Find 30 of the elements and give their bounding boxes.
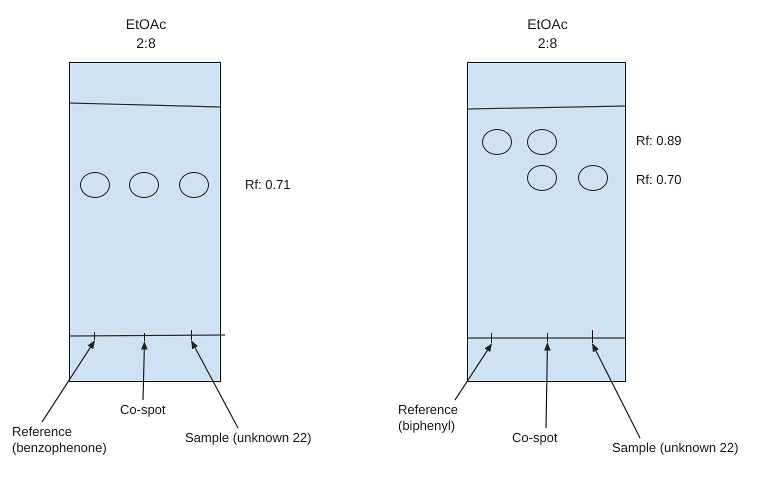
origin-mark bbox=[94, 332, 95, 340]
solvent-label: EtOAc 2:8 bbox=[526, 15, 569, 53]
origin-mark bbox=[144, 333, 145, 341]
sample-label: Reference (biphenyl) bbox=[398, 402, 473, 434]
sample-label: Co-spot bbox=[512, 430, 558, 446]
origin-mark bbox=[547, 333, 548, 342]
sample-label: Co-spot bbox=[120, 402, 166, 418]
sample-label: Sample (unknown 22) bbox=[612, 440, 738, 456]
sample-label: Reference (benzophenone) bbox=[12, 424, 107, 456]
spot bbox=[482, 129, 512, 155]
spot bbox=[527, 129, 557, 155]
spot bbox=[527, 165, 557, 191]
spot bbox=[129, 172, 159, 198]
solvent-label: EtOAc 2:8 bbox=[124, 15, 168, 53]
arrow bbox=[42, 340, 95, 422]
rf-value: Rf: 0.71 bbox=[245, 177, 291, 193]
rf-value: Rf: 0.70 bbox=[636, 172, 682, 188]
spot bbox=[179, 172, 209, 198]
spot bbox=[80, 172, 110, 198]
rf-value: Rf: 0.89 bbox=[636, 133, 682, 149]
arrow bbox=[140, 341, 148, 400]
arrow bbox=[544, 342, 551, 428]
spot bbox=[578, 165, 608, 191]
origin-mark bbox=[191, 330, 192, 340]
arrow bbox=[454, 343, 492, 400]
sample-label: Sample (unknown 22) bbox=[185, 430, 312, 446]
origin-mark bbox=[491, 333, 492, 343]
arrow bbox=[592, 343, 641, 438]
arrow bbox=[190, 340, 239, 428]
origin-mark bbox=[592, 330, 593, 343]
